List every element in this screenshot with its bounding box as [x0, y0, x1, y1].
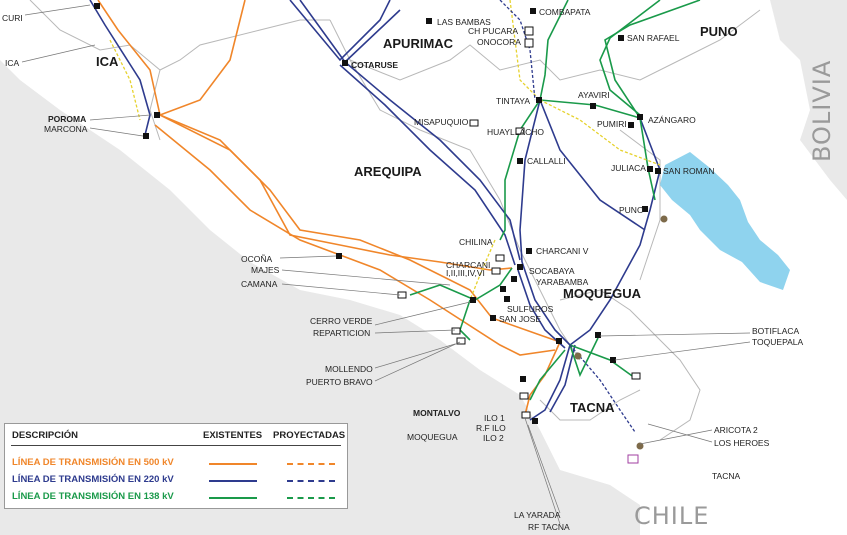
region-label-moquegua: MOQUEGUA	[563, 286, 642, 301]
place-label: CH PUCARA	[468, 26, 518, 36]
legend-col-description: DESCRIPCIÓN	[12, 430, 78, 441]
place-label: CERRO VERDE	[310, 316, 373, 326]
place-label: AZÁNGARO	[648, 115, 696, 125]
legend: DESCRIPCIÓN EXISTENTES PROYECTADAS LÍNEA…	[4, 423, 348, 509]
place-label: JULIACA	[611, 163, 646, 173]
place-label: BOTIFLACA	[752, 326, 800, 336]
legend-col-existing: EXISTENTES	[203, 430, 263, 441]
place-label: HUAYLLACHO	[487, 127, 544, 137]
lines-500kv	[97, 0, 561, 416]
region-label-arequipa: AREQUIPA	[354, 164, 422, 179]
place-label: COTARUSE	[351, 60, 398, 70]
minem-logo: MINEM	[780, 513, 844, 531]
place-label: R.F ILO	[476, 423, 506, 433]
place-label: LA YARADA	[514, 510, 561, 520]
region-label-apurimac: APURIMAC	[383, 36, 454, 51]
lines-220kv	[89, 0, 661, 421]
place-label: ARICOTA 2	[714, 425, 758, 435]
substation-markers	[574, 215, 668, 450]
place-label: PUMIRI	[597, 119, 627, 129]
place-label: ICA	[5, 58, 20, 68]
place-label: CHARCANI	[446, 260, 490, 270]
place-label: PUNO	[619, 205, 644, 215]
place-label: ILO 1	[484, 413, 505, 423]
place-label: MOQUEGUA	[407, 432, 458, 442]
place-label: ONOCORA	[477, 37, 521, 47]
lines-projected	[109, 0, 661, 433]
place-label: CURI	[2, 13, 23, 23]
place-label: POROMA	[48, 114, 86, 124]
place-label: SAN JOSE	[499, 314, 541, 324]
place-label: I,II,III,IV,VI	[446, 268, 485, 278]
legend-row-500kv: LÍNEA DE TRANSMISIÓN EN 500 kV	[12, 457, 174, 468]
legend-swatch-138kv-projected	[287, 497, 335, 499]
place-label: CHARCANI V	[536, 246, 589, 256]
place-label: MOLLENDO	[325, 364, 373, 374]
legend-swatch-220kv-projected	[287, 480, 335, 482]
legend-row-220kv: LÍNEA DE TRANSMISIÓN EN 220 kV	[12, 474, 174, 485]
region-borders	[29, 0, 761, 441]
region-label-tacna: TACNA	[570, 400, 615, 415]
legend-divider	[11, 445, 341, 446]
place-label: RF TACNA	[528, 522, 570, 532]
place-label: CHILINA	[459, 237, 493, 247]
place-label: MONTALVO	[413, 408, 461, 418]
place-label: MARCONA	[44, 124, 88, 134]
place-label: YARABAMBA	[536, 277, 589, 287]
power-plants	[397, 26, 641, 464]
place-label: MISAPUQUIO	[414, 117, 469, 127]
legend-swatch-500kv-projected	[287, 463, 335, 465]
legend-swatch-500kv-existing	[209, 463, 257, 465]
legend-col-projected: PROYECTADAS	[273, 430, 346, 441]
place-label: SOCABAYA	[529, 266, 575, 276]
place-label: CALLALLI	[527, 156, 566, 166]
leader-lines	[21, 4, 751, 525]
place-label: TINTAYA	[496, 96, 530, 106]
place-label: LOS HEROES	[714, 438, 770, 448]
region-label-ica: ICA	[96, 54, 119, 69]
place-label: PUERTO BRAVO	[306, 377, 373, 387]
place-label: SAN RAFAEL	[627, 33, 680, 43]
legend-swatch-138kv-existing	[209, 497, 257, 499]
place-label: OCOÑA	[241, 254, 273, 264]
place-label: CAMANA	[241, 279, 278, 289]
legend-row-138kv: LÍNEA DE TRANSMISIÓN EN 138 kV	[12, 491, 174, 502]
country-label-chile: CHILE	[634, 502, 709, 530]
country-label-bolivia: BOLIVIA	[808, 60, 836, 162]
place-label: REPARTICION	[313, 328, 370, 338]
place-label: COMBAPATA	[539, 7, 591, 17]
place-label: TOQUEPALA	[752, 337, 804, 347]
place-label: SAN ROMAN	[663, 166, 714, 176]
region-label-puno: PUNO	[700, 24, 738, 39]
legend-swatch-220kv-existing	[209, 480, 257, 482]
place-label: SULFUROS	[507, 304, 554, 314]
place-label: LAS BAMBAS	[437, 17, 491, 27]
place-label: AYAVIRI	[578, 90, 610, 100]
substations	[94, 3, 661, 424]
place-label: ILO 2	[483, 433, 504, 443]
lake-titicaca	[660, 152, 790, 290]
place-label: TACNA	[712, 471, 741, 481]
lines-138kv	[409, 0, 701, 401]
place-label: MAJES	[251, 265, 280, 275]
